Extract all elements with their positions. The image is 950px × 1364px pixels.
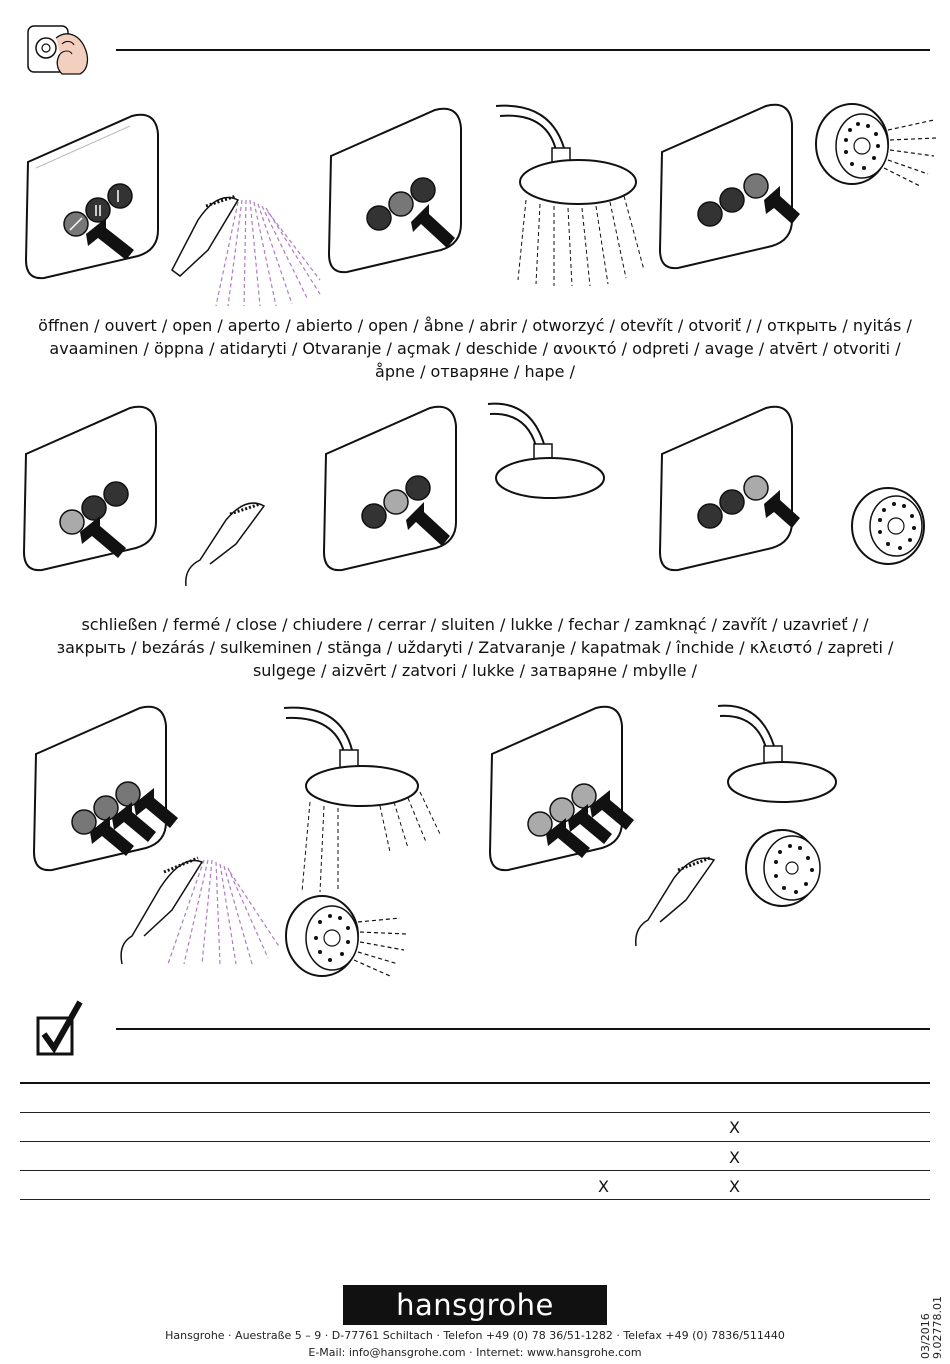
overhead-shower-spray-illustration-combined [283, 706, 441, 893]
open-caption-line-3: åpne / отваряне / hape / [375, 362, 575, 381]
table-top-rule [20, 1082, 930, 1084]
check-section-rule [116, 1028, 930, 1030]
shower-control-panel-all-open [32, 705, 178, 872]
open-caption-line-1: öffnen / ouvert / open / aperto / abiert… [38, 316, 912, 335]
table-cell-mark: X [729, 1177, 740, 1196]
close-caption-line-1: schließen / fermé / close / chiudere / c… [81, 615, 869, 634]
footer-contact: E-Mail: info@hansgrohe.com · Internet: w… [308, 1346, 642, 1359]
hansgrohe-logo: hansgrohe [343, 1285, 607, 1325]
shower-control-panel-hand [24, 113, 159, 280]
shower-control-panel-close-body-jet [658, 405, 800, 572]
body-jet-illustration [851, 487, 925, 565]
shower-control-panel-body-jet [658, 103, 800, 270]
overhead-shower-illustration-combined-close [717, 704, 837, 803]
table-row-divider [20, 1112, 930, 1113]
shower-control-panel-overhead [327, 107, 462, 274]
document-number: 9.02778.01 [931, 1296, 944, 1359]
table-row-divider [20, 1141, 930, 1142]
body-jet-illustration-combined-close [745, 829, 821, 907]
hand-shower-illustration-combined-close [635, 856, 716, 947]
table-cell-mark: X [598, 1177, 609, 1196]
footer-address: Hansgrohe · Auestraße 5 – 9 · D-77761 Sc… [165, 1329, 785, 1342]
close-caption-line-2: закрыть / bezárás / sulkeminen / stänga … [56, 638, 894, 657]
table-row-divider [20, 1199, 930, 1200]
table-cell-mark: X [729, 1118, 740, 1137]
overhead-shower-spray-illustration [495, 104, 645, 287]
document-date-number: 03/2016 9.02778.01 [919, 1296, 944, 1359]
shower-control-panel-close-overhead [322, 405, 457, 572]
hand-shower-spray-illustration-combined [120, 856, 281, 965]
table-cell-mark: X [729, 1148, 740, 1167]
hand-turning-valve-icon [27, 25, 89, 75]
close-caption-line-3: sulgege / aizvērt / zatvori / lukke / за… [252, 661, 698, 680]
checkmark-box-icon [36, 1000, 83, 1056]
open-caption-line-2: avaaminen / öppna / atidaryti / Otvaranj… [49, 339, 901, 358]
shower-control-panel-all-close [488, 705, 634, 872]
shower-control-panel-close-hand [22, 405, 157, 572]
table-row-divider [20, 1170, 930, 1171]
hand-shower-spray-illustration [171, 194, 321, 307]
body-jet-spray-illustration-combined [285, 895, 407, 977]
hand-shower-illustration [185, 502, 266, 587]
header-rule [116, 49, 930, 51]
body-jet-spray-illustration [815, 103, 937, 187]
overhead-shower-illustration [487, 402, 605, 499]
